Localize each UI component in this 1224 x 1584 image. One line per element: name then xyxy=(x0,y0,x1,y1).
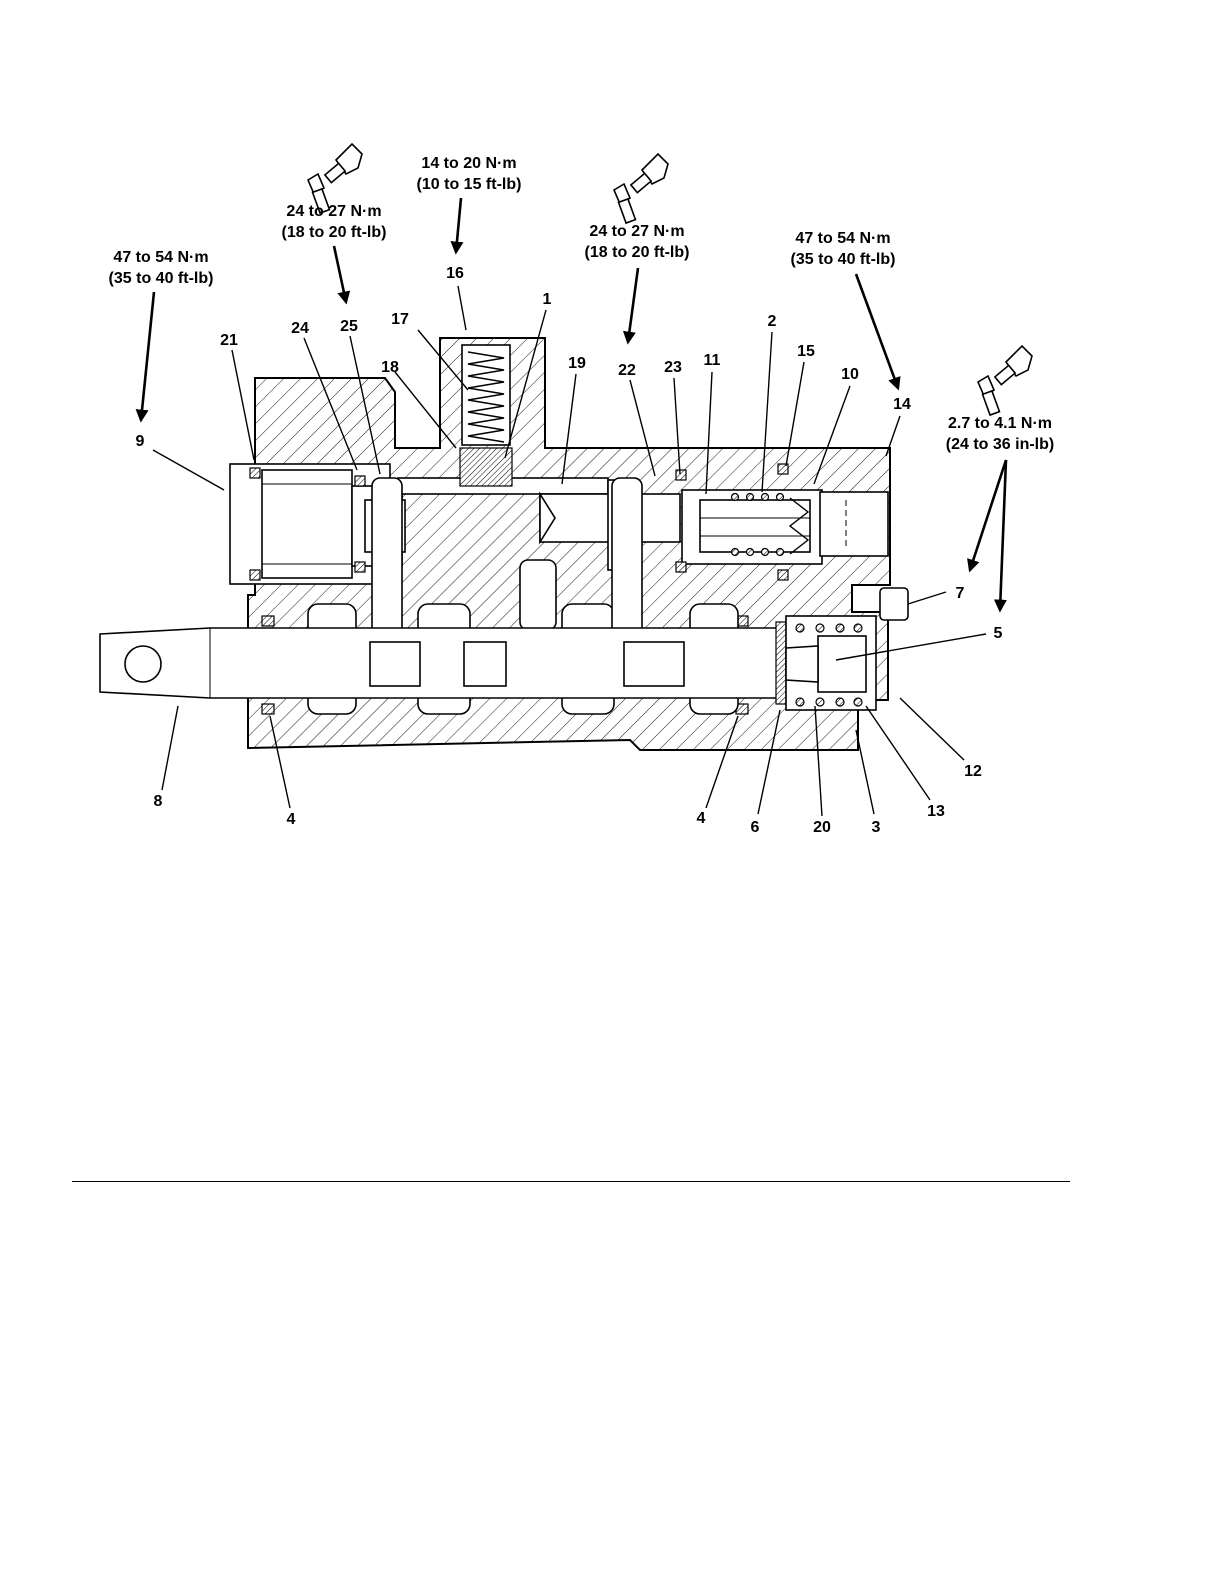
callout-8: 8 xyxy=(154,793,163,810)
callout-16: 16 xyxy=(446,265,464,282)
torque-spec-9-imperial: (35 to 40 ft-lb) xyxy=(109,270,214,287)
callout-5: 5 xyxy=(994,625,1003,642)
torque-spec-25-imperial: (18 to 20 ft-lb) xyxy=(282,224,387,241)
callout-19: 19 xyxy=(568,355,586,372)
torque-spec-9-metric: 47 to 54 N·m xyxy=(113,249,208,266)
callout-21: 21 xyxy=(220,332,238,349)
callout-2: 2 xyxy=(768,313,777,330)
callout-6: 6 xyxy=(751,819,760,836)
main-spool xyxy=(100,628,778,698)
callout-18: 18 xyxy=(381,359,399,376)
callout-13: 13 xyxy=(927,803,945,820)
torque-spec-7-metric: 2.7 to 4.1 N·m xyxy=(948,415,1052,432)
torque-spec-14-metric: 47 to 54 N·m xyxy=(795,230,890,247)
callout-12: 12 xyxy=(964,763,982,780)
torque-spec-16-metric: 14 to 20 N·m xyxy=(421,155,516,172)
torque-spec-22-imperial: (18 to 20 ft-lb) xyxy=(585,244,690,261)
callout-4-right: 4 xyxy=(697,810,706,827)
callout-11: 11 xyxy=(704,352,721,369)
callout-24: 24 xyxy=(291,320,309,337)
callout-3: 3 xyxy=(872,819,881,836)
callout-17: 17 xyxy=(391,311,409,328)
callout-7: 7 xyxy=(956,585,965,602)
torque-spec-25-metric: 24 to 27 N·m xyxy=(286,203,381,220)
callout-20: 20 xyxy=(813,819,831,836)
plug-spring-assembly xyxy=(460,345,512,486)
callout-15: 15 xyxy=(797,343,815,360)
callout-22: 22 xyxy=(618,362,636,379)
torque-spec-16-imperial: (10 to 15 ft-lb) xyxy=(417,176,522,193)
horizontal-rule xyxy=(72,1181,1070,1182)
callout-25: 25 xyxy=(340,318,358,335)
callout-4-left: 4 xyxy=(287,811,296,828)
torque-spec-7-imperial: (24 to 36 in-lb) xyxy=(946,436,1054,453)
torque-spec-14-imperial: (35 to 40 ft-lb) xyxy=(791,251,896,268)
callout-14: 14 xyxy=(893,396,911,413)
callout-23: 23 xyxy=(664,359,682,376)
callout-1: 1 xyxy=(543,291,552,308)
threadlocker-icon xyxy=(614,154,668,223)
torque-spec-22-metric: 24 to 27 N·m xyxy=(589,223,684,240)
threadlocker-icon xyxy=(978,346,1032,415)
callout-10: 10 xyxy=(841,366,859,383)
pilot-spring xyxy=(700,494,810,556)
callout-9: 9 xyxy=(136,433,145,450)
